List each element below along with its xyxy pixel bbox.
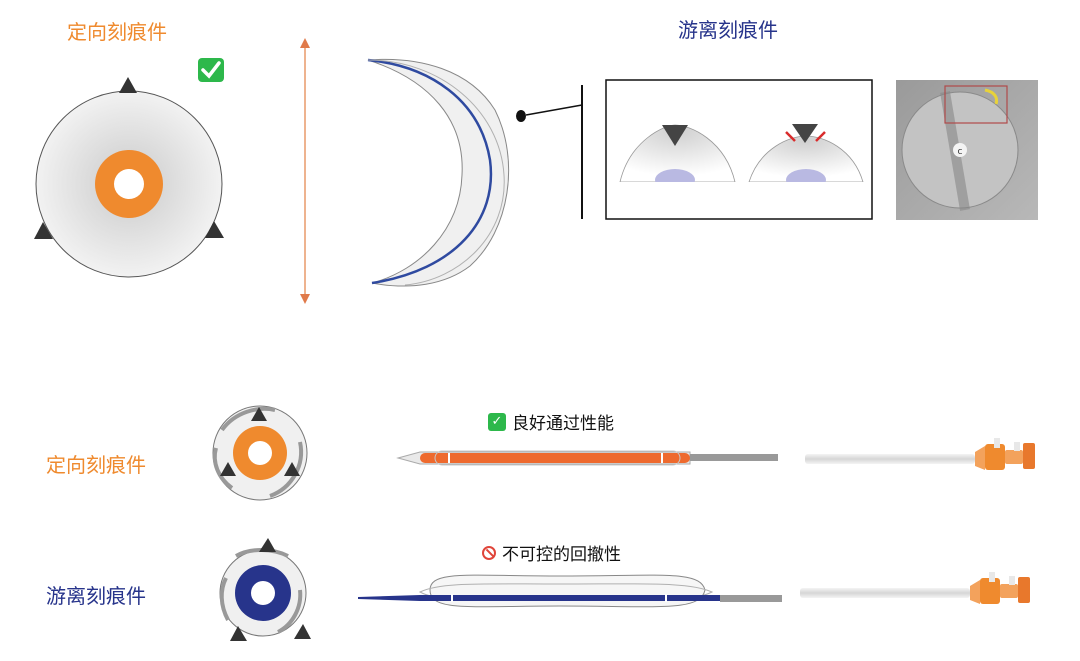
micrograph-inset: c [896, 80, 1038, 220]
scoring-element-icon [294, 624, 311, 639]
row2-catheter-hub-photo [800, 572, 1030, 604]
inset-label: c [958, 147, 963, 157]
balloon-crescent-side-view [368, 59, 509, 286]
scoring-element-icon [259, 538, 276, 552]
row1-catheter-hub-photo [805, 438, 1035, 470]
vertical-double-arrow-icon [300, 38, 310, 304]
callout-pointer [516, 85, 582, 219]
row1-catheter [398, 451, 778, 465]
row1-directional-cross-section [213, 406, 307, 500]
directional-scoring-cross-section [34, 77, 224, 277]
row2-free-cross-section [220, 538, 311, 641]
scoring-element-icon [119, 77, 137, 93]
check-box-icon [198, 58, 224, 82]
row2-catheter [358, 575, 782, 607]
scoring-detail-box [606, 80, 872, 219]
